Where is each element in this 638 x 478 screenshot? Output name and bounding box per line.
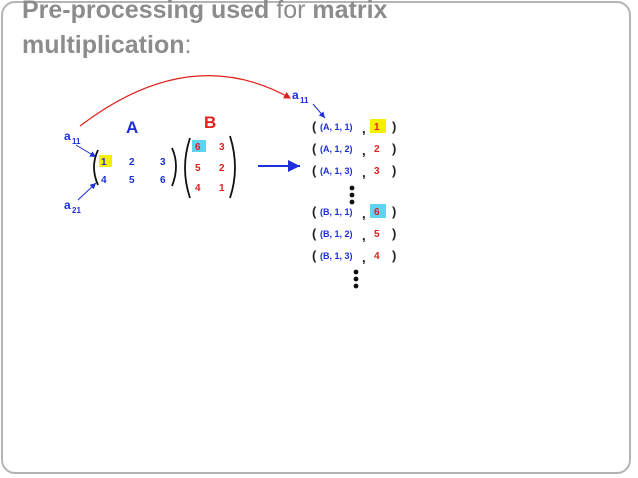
- matrix-a-cell: 6: [160, 175, 166, 186]
- top-a11-label: a: [292, 88, 299, 102]
- ellipsis-dot: [353, 276, 359, 282]
- matrix-b-values: 6 3 5 2 4 1: [195, 142, 225, 194]
- slide-title: Pre-processing used for matrix: [22, 0, 387, 29]
- matrix-a-values: 1 2 3 4 5 6: [101, 157, 166, 186]
- pair-comma: ,: [362, 143, 366, 158]
- matrix-b-right-bracket: [229, 135, 236, 199]
- pair-close-paren: ): [392, 226, 396, 241]
- title-part-2: for: [269, 0, 313, 24]
- ellipsis-dot: [349, 199, 355, 205]
- matrix-b-cell: 5: [195, 163, 201, 174]
- pair-open-paren: (: [312, 163, 317, 178]
- title-part-4: multiplication: [22, 31, 185, 59]
- pair-close-paren: ): [392, 204, 396, 219]
- matrix-a-cell: 5: [129, 175, 135, 186]
- title-part-1: Pre-processing used: [22, 0, 270, 24]
- matrix-a-letter: A: [126, 118, 138, 137]
- pairs-b: ((B, 1, 1),6)((B, 1, 2),5)((B, 1, 3),4): [312, 204, 396, 265]
- matrix-a-cell: 3: [160, 157, 166, 168]
- pair-key: (A, 1, 1): [320, 122, 353, 132]
- matrix-b-left-bracket: [184, 137, 191, 199]
- matrix-b-cell: 3: [219, 142, 225, 153]
- matrix-a-cell: 1: [101, 157, 107, 168]
- a21-pointer: [77, 182, 97, 201]
- matrix-a-left-bracket: [93, 149, 99, 186]
- pair-comma: ,: [362, 228, 366, 243]
- pair-comma: ,: [362, 206, 366, 221]
- pair-value-highlight: [370, 119, 386, 133]
- pair-comma: ,: [362, 165, 366, 180]
- pair-comma: ,: [362, 121, 366, 136]
- slide-frame: [1, 1, 631, 474]
- pair-value: 1: [374, 122, 380, 133]
- matrix-b-cell: 2: [219, 163, 225, 174]
- slide-title-line-2: multiplication:: [22, 26, 191, 64]
- pair-close-paren: ): [392, 163, 396, 178]
- pair-key: (B, 1, 1): [320, 207, 353, 217]
- title-part-5: :: [184, 31, 192, 59]
- curved-arrow: [79, 75, 292, 127]
- ellipsis-dot: [353, 283, 359, 289]
- matrix-b-cell: 4: [195, 183, 201, 194]
- title-part-3: matrix: [312, 0, 388, 24]
- matrix-a-cell: 4: [101, 175, 107, 186]
- pair-value: 3: [374, 166, 380, 177]
- matrix-a-highlight: [99, 155, 112, 167]
- pair-close-paren: ): [392, 248, 396, 263]
- pair-close-paren: ): [392, 141, 396, 156]
- a11-subscript: 11: [72, 137, 81, 146]
- pair-open-paren: (: [312, 248, 317, 263]
- pair-key: (B, 1, 3): [320, 251, 353, 261]
- matrix-b-cell: 1: [219, 183, 225, 194]
- pair-value: 4: [374, 251, 380, 262]
- a11-label: a: [64, 129, 71, 143]
- pair-key: (A, 1, 3): [320, 166, 353, 176]
- matrix-b-cell: 6: [195, 142, 201, 153]
- pair-value: 5: [374, 229, 380, 240]
- top-a11-subscript: 11: [300, 96, 309, 105]
- matrix-a-right-bracket: [171, 147, 177, 187]
- pair-open-paren: (: [312, 226, 317, 241]
- a11-pointer: [75, 144, 97, 158]
- matrix-b-highlight: [192, 140, 206, 152]
- top-a11-pointer: [312, 103, 326, 119]
- a21-label: a: [64, 198, 71, 212]
- pair-key: (A, 1, 2): [320, 144, 353, 154]
- ellipsis-dot: [349, 192, 355, 198]
- pair-value: 6: [374, 207, 380, 218]
- pair-open-paren: (: [312, 204, 317, 219]
- pair-comma: ,: [362, 250, 366, 265]
- pair-value: 2: [374, 144, 380, 155]
- pair-key: (B, 1, 2): [320, 229, 353, 239]
- pairs-a: ((A, 1, 1),1)((A, 1, 2),2)((A, 1, 3),3): [312, 119, 396, 180]
- pair-open-paren: (: [312, 141, 317, 156]
- ellipsis-dot: [353, 269, 359, 275]
- matrix-b-letter: B: [204, 113, 216, 132]
- a21-subscript: 21: [72, 206, 81, 215]
- ellipsis-dot: [349, 185, 355, 191]
- pair-value-highlight: [370, 204, 386, 218]
- matrix-a-cell: 2: [129, 157, 135, 168]
- pair-open-paren: (: [312, 119, 317, 134]
- pair-close-paren: ): [392, 119, 396, 134]
